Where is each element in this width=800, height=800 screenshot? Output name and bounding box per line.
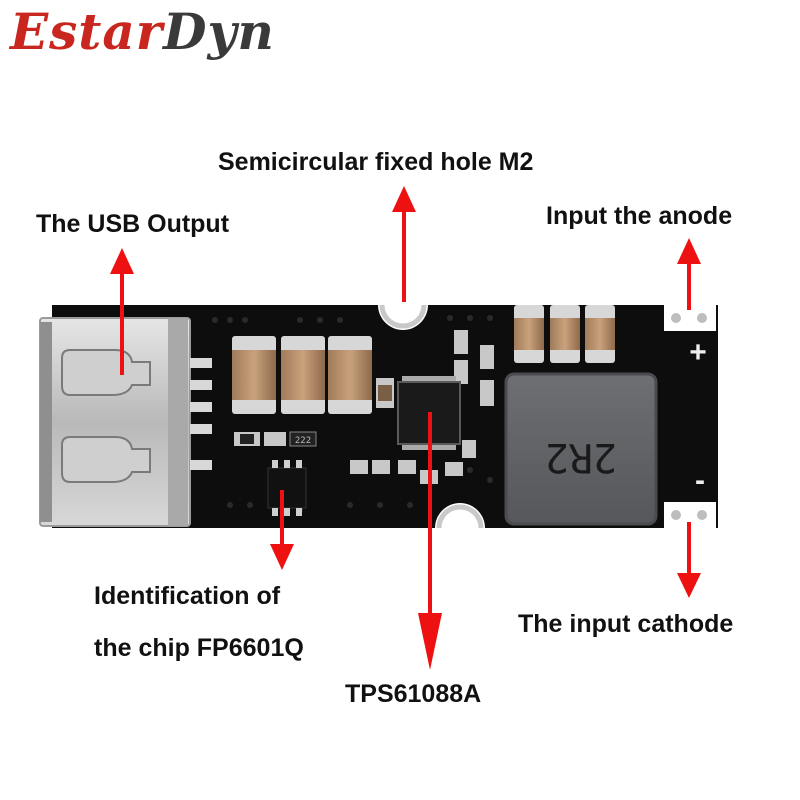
mount-hole-bottom bbox=[436, 504, 484, 529]
fp6601q-chip bbox=[267, 460, 307, 516]
arrow-input-anode-head bbox=[677, 238, 701, 264]
usb-connector bbox=[39, 317, 212, 527]
label-input-cathode: The input cathode bbox=[518, 610, 734, 638]
arrows bbox=[110, 186, 701, 670]
arrow-mount-hole-head bbox=[392, 186, 416, 212]
brand-logo-part2: Dyn bbox=[163, 2, 275, 61]
inductor-marking-text: 2R2 bbox=[545, 434, 617, 480]
input-capacitors bbox=[514, 305, 615, 363]
arrow-usb-output-head bbox=[110, 248, 134, 274]
mount-hole-top bbox=[379, 304, 427, 329]
brand-logo-part1: Estar bbox=[10, 2, 164, 61]
arrow-fp6601q-head bbox=[270, 544, 294, 570]
arrow-tps61088a-head bbox=[418, 613, 442, 670]
brand-logo: EstarDyn bbox=[10, 2, 275, 61]
smd-code-text: 222 bbox=[295, 436, 311, 446]
label-usb-output: The USB Output bbox=[36, 210, 230, 238]
plus-sign-text: + bbox=[689, 336, 707, 369]
label-chip-id-line1: Identification of bbox=[94, 582, 281, 610]
output-capacitors bbox=[232, 336, 372, 414]
label-input-anode: Input the anode bbox=[546, 202, 733, 230]
label-mount-hole: Semicircular fixed hole M2 bbox=[218, 148, 534, 176]
label-chip-id-line2: the chip FP6601Q bbox=[94, 634, 304, 662]
label-main-chip: TPS61088A bbox=[345, 680, 482, 708]
arrow-input-cathode-head bbox=[677, 573, 701, 598]
minus-sign-text: - bbox=[695, 464, 705, 497]
inductor: 2R2 bbox=[504, 372, 658, 526]
